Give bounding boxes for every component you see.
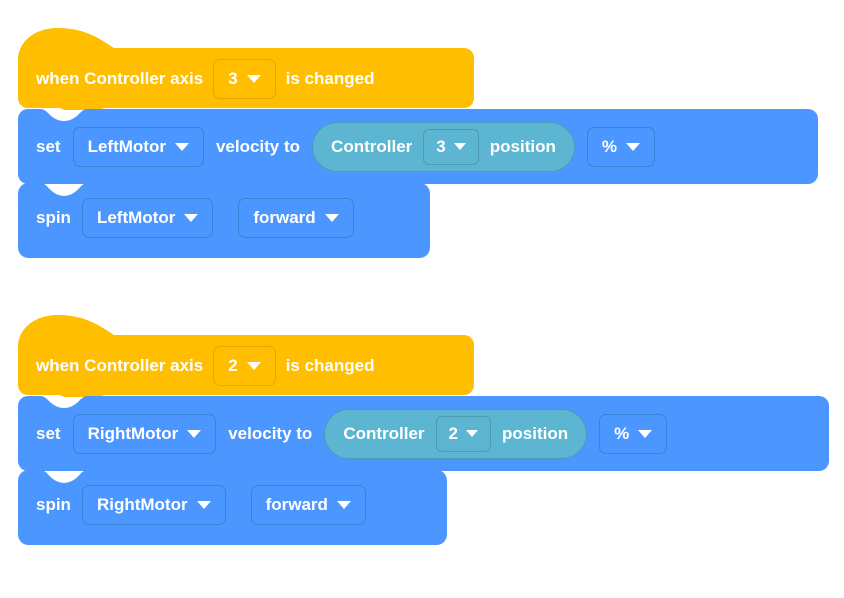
reporter-axis-value: 3 bbox=[436, 136, 446, 156]
set-velocity-block-content: set RightMotor velocity to Controller 2 … bbox=[18, 396, 668, 471]
reporter-axis-value: 2 bbox=[448, 423, 459, 443]
axis-dropdown-value: 2 bbox=[228, 356, 238, 375]
chevron-down-icon bbox=[466, 430, 479, 437]
hat-label-suffix: is changed bbox=[285, 69, 375, 88]
spin-label: spin bbox=[36, 208, 71, 227]
velocity-to-label: velocity to bbox=[215, 136, 301, 156]
spin-block-2[interactable]: spin RightMotor forward bbox=[18, 470, 447, 545]
script-stack-2[interactable]: when Controller axis 2 is changed set Ri… bbox=[18, 313, 829, 545]
spin-direction-dropdown[interactable]: forward bbox=[250, 485, 366, 525]
spin-block-content: spin RightMotor forward bbox=[18, 470, 366, 540]
spin-block-1[interactable]: spin LeftMotor forward bbox=[18, 183, 430, 258]
event-hat-block-1[interactable]: when Controller axis 3 is changed bbox=[18, 26, 474, 110]
motor-dropdown[interactable]: LeftMotor bbox=[72, 126, 204, 167]
axis-dropdown[interactable]: 2 bbox=[213, 346, 276, 386]
chevron-down-icon bbox=[625, 142, 640, 151]
set-velocity-block-content: set LeftMotor velocity to Controller 3 p… bbox=[18, 109, 655, 184]
axis-dropdown-value: 3 bbox=[228, 69, 238, 88]
spin-direction-value: forward bbox=[265, 495, 328, 514]
chevron-down-icon bbox=[324, 214, 339, 222]
set-velocity-block-2[interactable]: set RightMotor velocity to Controller 2 … bbox=[18, 396, 829, 471]
chevron-down-icon bbox=[246, 362, 261, 370]
chevron-down-icon bbox=[246, 75, 261, 83]
set-label: set bbox=[36, 136, 61, 156]
chevron-down-icon bbox=[184, 214, 199, 222]
motor-dropdown-value: RightMotor bbox=[87, 423, 179, 443]
position-label: position bbox=[502, 423, 569, 443]
reporter-axis-dropdown[interactable]: 2 bbox=[435, 415, 492, 452]
unit-dropdown[interactable]: % bbox=[586, 126, 655, 167]
controller-position-reporter[interactable]: Controller 3 position bbox=[312, 121, 575, 172]
event-hat-block-content: when Controller axis 3 is changed bbox=[18, 48, 374, 110]
chevron-down-icon bbox=[638, 429, 653, 438]
set-label: set bbox=[36, 423, 61, 443]
chevron-down-icon bbox=[453, 143, 466, 150]
controller-position-reporter[interactable]: Controller 2 position bbox=[324, 408, 588, 459]
velocity-to-label: velocity to bbox=[228, 423, 313, 443]
spin-direction-dropdown[interactable]: forward bbox=[238, 198, 354, 238]
spin-direction-value: forward bbox=[253, 208, 316, 227]
event-hat-block-content: when Controller axis 2 is changed bbox=[18, 335, 374, 397]
hat-label-prefix: when Controller axis bbox=[36, 356, 204, 375]
spin-motor-value: RightMotor bbox=[96, 495, 188, 514]
spin-label: spin bbox=[36, 495, 71, 514]
motor-dropdown[interactable]: RightMotor bbox=[72, 413, 217, 454]
unit-dropdown-value: % bbox=[601, 136, 617, 156]
script-stack-1[interactable]: when Controller axis 3 is changed set Le… bbox=[18, 26, 818, 258]
chevron-down-icon bbox=[174, 142, 189, 151]
unit-dropdown[interactable]: % bbox=[599, 413, 668, 454]
event-hat-block-2[interactable]: when Controller axis 2 is changed bbox=[18, 313, 474, 397]
motor-dropdown-value: LeftMotor bbox=[87, 136, 166, 156]
spin-block-content: spin LeftMotor forward bbox=[18, 183, 354, 253]
position-label: position bbox=[489, 136, 556, 156]
spin-motor-dropdown[interactable]: RightMotor bbox=[81, 485, 226, 525]
hat-label-prefix: when Controller axis bbox=[36, 69, 204, 88]
chevron-down-icon bbox=[187, 429, 202, 438]
chevron-down-icon bbox=[196, 501, 211, 509]
spin-motor-value: LeftMotor bbox=[96, 208, 176, 227]
reporter-axis-dropdown[interactable]: 3 bbox=[423, 128, 479, 165]
hat-label-suffix: is changed bbox=[285, 356, 375, 375]
set-velocity-block-1[interactable]: set LeftMotor velocity to Controller 3 p… bbox=[18, 109, 818, 184]
controller-label: Controller bbox=[343, 423, 425, 443]
axis-dropdown[interactable]: 3 bbox=[213, 59, 276, 99]
spin-motor-dropdown[interactable]: LeftMotor bbox=[81, 198, 214, 238]
controller-label: Controller bbox=[331, 136, 413, 156]
unit-dropdown-value: % bbox=[614, 423, 630, 443]
chevron-down-icon bbox=[336, 501, 351, 509]
